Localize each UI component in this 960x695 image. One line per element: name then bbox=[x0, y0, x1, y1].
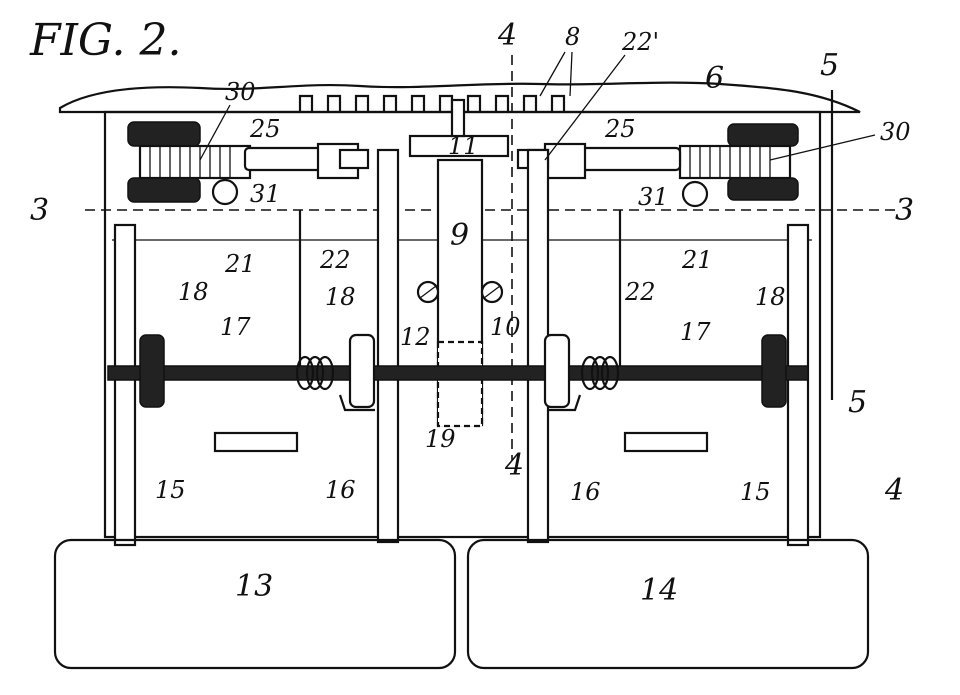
post-16-left bbox=[376, 148, 400, 544]
spring-right bbox=[580, 355, 620, 391]
label-22-right: 22 bbox=[624, 278, 656, 306]
rack-teeth-8 bbox=[298, 94, 566, 112]
hook-right bbox=[548, 394, 582, 412]
label-21-right: 21 bbox=[681, 246, 713, 274]
label-15-right: 15 bbox=[740, 478, 771, 506]
label-6: 6 bbox=[705, 61, 724, 96]
label-17-left: 17 bbox=[220, 313, 251, 341]
label-25-left: 25 bbox=[249, 115, 281, 143]
label-22-left: 22 bbox=[319, 246, 351, 274]
label-10: 10 bbox=[490, 313, 521, 341]
label-5-top: 5 bbox=[820, 48, 839, 83]
label-3-left: 3 bbox=[30, 193, 49, 228]
plate-6 bbox=[58, 81, 861, 114]
label-9: 9 bbox=[450, 218, 469, 253]
right-gear-assembly-30 bbox=[678, 123, 799, 208]
shaft-17 bbox=[107, 365, 809, 381]
label-18-c: 18 bbox=[755, 283, 786, 311]
figure-title: FIG. 2. bbox=[29, 15, 181, 66]
label-16-left: 16 bbox=[325, 476, 356, 504]
label-21-left: 21 bbox=[224, 250, 256, 278]
label-18-a: 18 bbox=[178, 278, 209, 306]
label-30-right: 30 bbox=[880, 118, 911, 146]
label-5-bottom: 5 bbox=[848, 385, 867, 420]
label-13: 13 bbox=[235, 569, 273, 604]
label-30-left: 30 bbox=[225, 78, 256, 106]
hook-left bbox=[338, 394, 375, 412]
dashed-part-19 bbox=[436, 340, 484, 428]
label-18-b: 18 bbox=[325, 283, 356, 311]
spring-left bbox=[295, 355, 335, 391]
label-12: 12 bbox=[400, 323, 431, 351]
label-4-top: 4 bbox=[497, 18, 517, 53]
left-gear-assembly-30 bbox=[127, 121, 252, 206]
collar-18-b bbox=[348, 333, 376, 409]
base-block-13 bbox=[53, 538, 457, 670]
label-22prime: 22' bbox=[621, 28, 659, 56]
post-15-left bbox=[113, 223, 137, 547]
label-4-right: 4 bbox=[884, 473, 904, 508]
slot-left bbox=[213, 431, 299, 453]
left-link-25 bbox=[243, 142, 370, 180]
base-block-14 bbox=[466, 538, 870, 670]
post-15-right bbox=[786, 223, 810, 547]
collar-18-c bbox=[761, 334, 787, 408]
collar-18-d bbox=[543, 333, 571, 409]
label-3-right: 3 bbox=[895, 193, 914, 228]
label-19: 19 bbox=[425, 425, 456, 453]
label-11: 11 bbox=[448, 132, 479, 160]
label-8: 8 bbox=[565, 23, 580, 51]
slot-right bbox=[623, 431, 709, 453]
label-4-mid: 4 bbox=[504, 448, 524, 483]
collar-18-a bbox=[139, 334, 165, 408]
label-25-right: 25 bbox=[604, 115, 636, 143]
leader-8 bbox=[539, 51, 573, 97]
label-31-left: 31 bbox=[250, 180, 281, 208]
label-17-right: 17 bbox=[680, 318, 711, 346]
leader-22prime bbox=[544, 54, 626, 161]
label-16-right: 16 bbox=[570, 478, 601, 506]
label-31-right: 31 bbox=[638, 183, 669, 211]
rack-stem bbox=[450, 98, 466, 138]
label-14: 14 bbox=[640, 573, 678, 608]
label-15-left: 15 bbox=[155, 476, 186, 504]
